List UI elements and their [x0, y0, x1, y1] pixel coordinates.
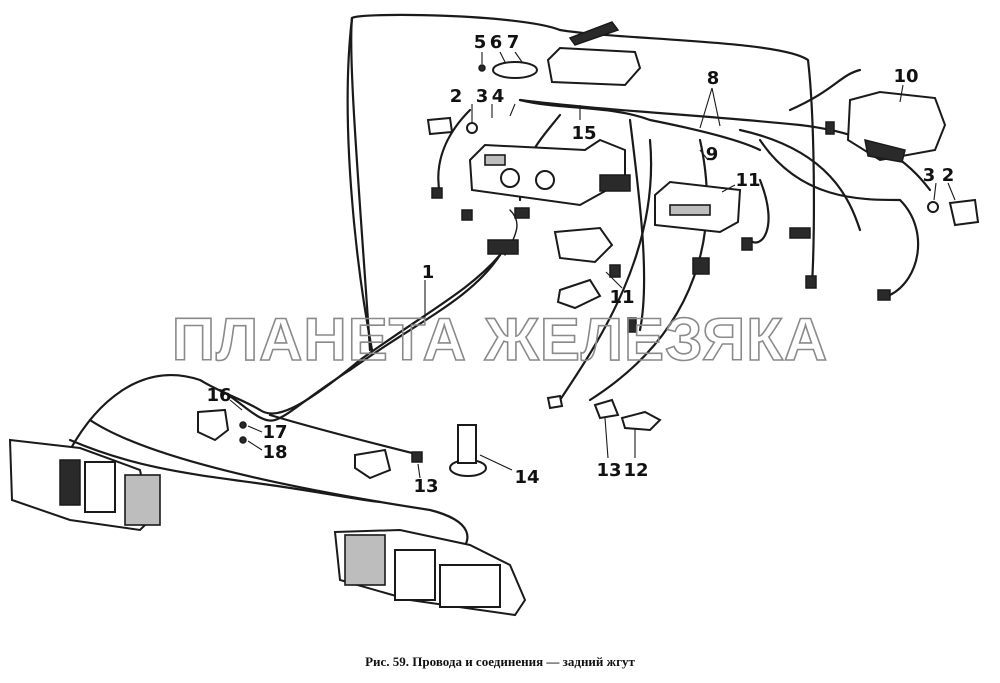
callout-14: 14	[514, 467, 539, 488]
clip-17	[239, 421, 247, 429]
lamp-connector	[568, 21, 620, 46]
bracket-13	[354, 448, 392, 480]
lamp-lens-6	[492, 61, 538, 79]
callout-17: 17	[262, 422, 287, 443]
connector-l	[692, 257, 710, 275]
lamp-socket-right	[927, 201, 939, 213]
leader-lines	[229, 51, 956, 479]
cluster-indicator	[484, 154, 506, 166]
callout-10: 10	[893, 66, 918, 87]
clip-18	[239, 436, 247, 444]
connector-g	[877, 289, 891, 301]
connector-i	[627, 317, 637, 333]
callout-7: 7	[507, 32, 520, 53]
callout-1: 1	[422, 262, 435, 283]
callout-11-lower: 11	[609, 287, 634, 308]
ignition-switch	[556, 278, 602, 310]
callout-13-right: 13	[596, 460, 621, 481]
callout-5: 5	[474, 32, 487, 53]
connector-d	[825, 121, 835, 135]
callout-13-left: 13	[413, 476, 438, 497]
connector-f	[805, 275, 817, 289]
interior-lamp	[546, 46, 642, 87]
screw-5	[478, 64, 486, 72]
cluster-connector	[487, 239, 519, 255]
fuse-strip	[669, 204, 711, 216]
connector-a	[431, 187, 443, 199]
callout-9: 9	[706, 144, 719, 165]
callout-6: 6	[490, 32, 503, 53]
callout-15: 15	[571, 123, 596, 144]
lamp-socket-left	[466, 122, 478, 134]
callout-12: 12	[623, 460, 648, 481]
connector-j	[411, 451, 423, 463]
connector-b	[461, 209, 473, 221]
terminal-clip	[546, 394, 564, 410]
side-lamp-left	[426, 116, 454, 136]
callout-4: 4	[492, 86, 505, 107]
bracket-16	[197, 408, 230, 442]
watermark-text: ПЛАНЕТА ЖЕЛЕЗЯКА	[172, 306, 828, 373]
harness-wires	[68, 13, 932, 562]
switch-block	[553, 226, 614, 264]
callout-labels: 1 2 3 4 5 6 7 8 9 10 11 11 12 13 13 14 1…	[206, 32, 954, 497]
fuel-sender-body	[457, 424, 477, 464]
callout-18: 18	[262, 442, 287, 463]
callout-16: 16	[206, 385, 231, 406]
callout-11-upper: 11	[735, 170, 760, 191]
gauge-right	[535, 170, 555, 190]
callout-3-right: 3	[923, 165, 936, 186]
fan-motor	[864, 138, 906, 163]
rear-lamp-right	[333, 528, 527, 617]
sensor-12	[620, 410, 662, 432]
callout-2-right: 2	[942, 165, 955, 186]
figure-caption: Рис. 59. Провода и соединения — задний ж…	[365, 654, 635, 669]
callout-8: 8	[707, 68, 720, 89]
rear-lamp-left	[8, 438, 161, 532]
callout-3-left: 3	[476, 86, 489, 107]
side-lamp-right	[948, 198, 980, 227]
connector-e	[789, 227, 811, 239]
connector-k	[741, 237, 753, 251]
components	[8, 21, 980, 617]
callout-2-left: 2	[450, 86, 463, 107]
sensor-13	[593, 398, 620, 420]
connector-c	[514, 207, 530, 219]
gauge-left	[500, 168, 520, 188]
relay	[599, 174, 631, 192]
connector-h	[609, 264, 621, 278]
